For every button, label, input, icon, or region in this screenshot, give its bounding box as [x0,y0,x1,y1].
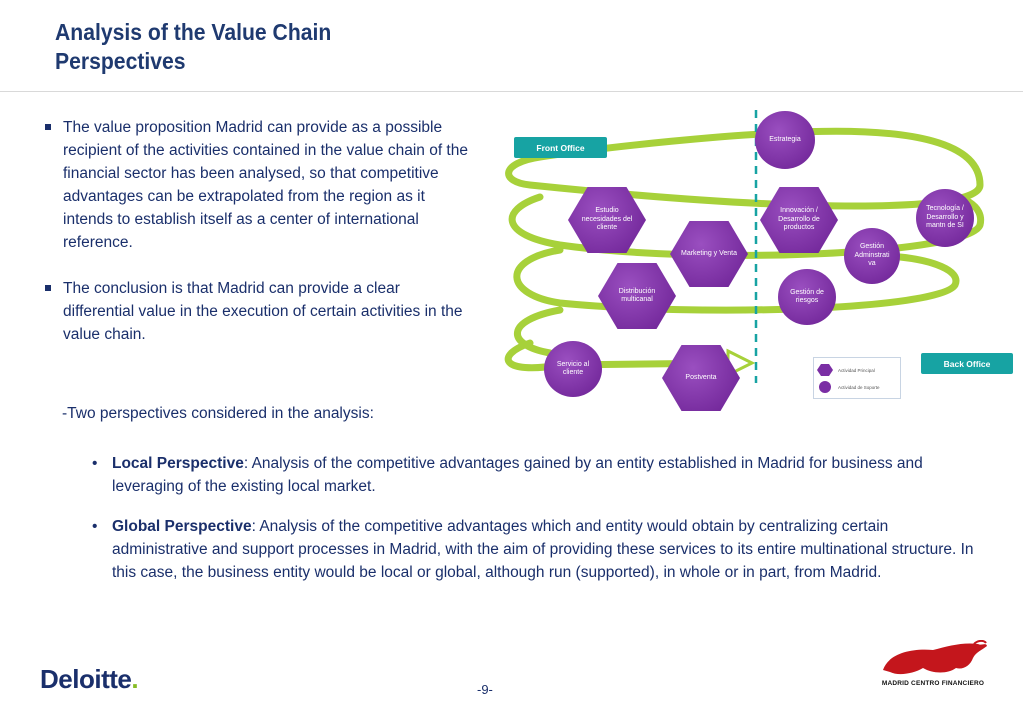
bullet-item: The conclusion is that Madrid can provid… [45,277,475,346]
page-title-line2: Perspectives [55,48,186,74]
diagram-legend: Actividad Principal Actividad de Soporte [813,357,901,399]
hexagon-icon [817,364,833,376]
title-divider [0,91,1023,92]
legend-label-principal: Actividad Principal [838,367,875,373]
deloitte-logo: Deloitte. [40,664,139,695]
bullet-item: The value proposition Madrid can provide… [45,116,475,254]
page-title: Analysis of the Value Chain Perspectives [55,18,441,76]
page-title-line1: Analysis of the Value Chain [55,19,332,45]
bull-icon [883,640,987,675]
madrid-centro-financiero-logo: MADRID CENTRO FINANCIERO [878,640,988,700]
spiral-graphic [504,110,985,383]
perspective-name: Local Perspective [112,455,244,472]
legend-label-soporte: Actividad de Soporte [838,384,880,390]
node-estudio: Estudio necesidades del cliente [568,187,646,253]
bullet-text: The conclusion is that Madrid can provid… [63,280,463,343]
bullet-square-icon [45,124,51,130]
page-number: -9- [477,682,493,697]
perspective-name: Global Perspective [112,518,252,535]
node-postventa: Postventa [662,345,740,411]
node-distribucion: Distribución multicanal [598,263,676,329]
perspectives-intro: -Two perspectives considered in the anal… [62,405,374,422]
node-estrategia: Estrategia [755,111,815,169]
bullet-dot-icon: • [92,455,98,472]
bullet-square-icon [45,285,51,291]
logo-dot: . [131,664,139,694]
value-chain-diagram: Front Office Back Office Estrategia Estu… [500,105,1020,411]
logo-text: Deloitte [40,664,132,694]
bullet-list: The value proposition Madrid can provide… [45,116,475,369]
perspective-global: • Global Perspective: Analysis of the co… [92,515,987,584]
perspective-local: • Local Perspective: Analysis of the com… [92,452,987,498]
node-gestion-admin: Gestión Adminstrati va [844,228,900,284]
node-gestion-riesgos: Gestión de riesgos [778,269,836,325]
front-office-tag: Front Office [514,137,607,158]
node-tecnologia: Tecnología / Desarrollo y mantn de SI [916,189,974,247]
perspective-text: : Analysis of the competitive advantages… [112,518,974,581]
perspective-text: : Analysis of the competitive advantages… [112,455,923,495]
bullet-text: The value proposition Madrid can provide… [63,119,468,251]
node-marketing: Marketing y Venta [670,221,748,287]
node-servicio: Servicio al cliente [544,341,602,397]
legend-row-soporte: Actividad de Soporte [817,381,880,393]
node-innovacion: Innovación / Desarrollo de productos [760,187,838,253]
circle-icon [819,381,831,393]
partner-name: MADRID CENTRO FINANCIERO [881,680,985,687]
back-office-tag: Back Office [921,353,1013,374]
bullet-dot-icon: • [92,518,98,535]
legend-row-principal: Actividad Principal [817,364,875,376]
